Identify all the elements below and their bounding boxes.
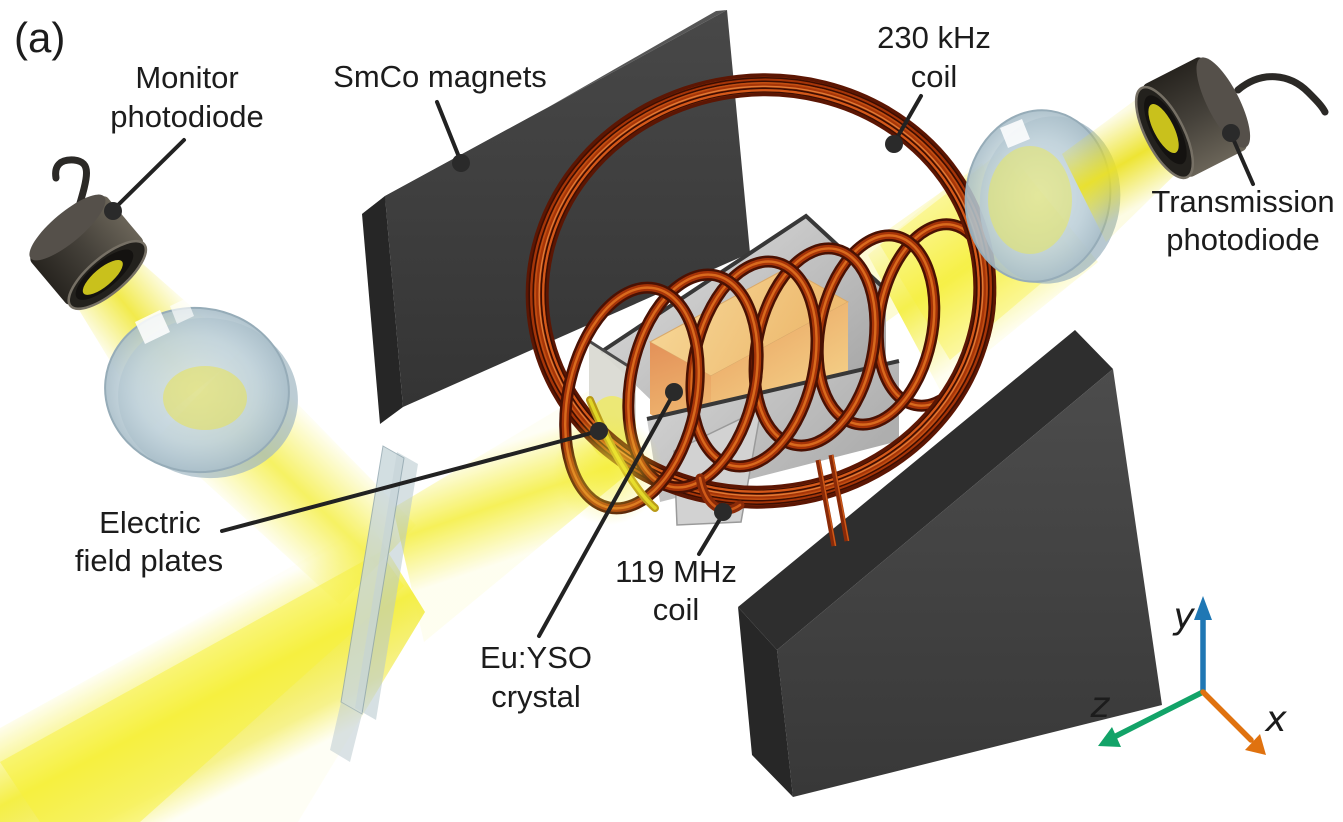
z-axis-arrow <box>1113 689 1206 739</box>
leader-dot-119mhz-coil <box>714 503 732 521</box>
label-transmission-photodiode-line1: Transmission <box>1151 184 1334 219</box>
photodiode-back-cap <box>29 194 106 261</box>
y-axis-label: y <box>1172 596 1195 637</box>
magnet-front-face <box>777 369 1162 797</box>
photodiode-body <box>30 196 144 305</box>
x-axis-label: x <box>1264 699 1287 740</box>
coil-turn <box>622 268 764 494</box>
beam-splitter <box>330 445 418 762</box>
label-230khz-coil-line2: coil <box>911 59 958 94</box>
leader-dot-230khz-coil <box>885 135 903 153</box>
smco-magnet-bottom <box>738 330 1162 797</box>
photodiode-beam-glow <box>1148 104 1179 153</box>
figure-panel-label: (a) <box>14 14 65 61</box>
leader-dot-euyso-crystal <box>665 383 683 401</box>
lens-highlight <box>135 310 170 344</box>
x-axis-head <box>1245 734 1266 755</box>
photodiode-cable <box>52 156 90 214</box>
coil-230khz <box>525 73 997 509</box>
crystal-assembly <box>525 73 997 547</box>
leader-line-euyso-crystal <box>537 391 676 638</box>
beam-splitter-base <box>330 702 362 762</box>
photodiode-back-cap <box>1196 57 1251 148</box>
label-monitor-photodiode-line1: Monitor <box>135 60 238 95</box>
monitor-photodiode <box>29 156 148 311</box>
transmission-photodiode <box>1134 57 1329 180</box>
label-119mhz-coil-line2: coil <box>653 592 700 627</box>
label-monitor-photodiode-line2: photodiode <box>110 99 263 134</box>
label-119mhz-coil-line1: 119 MHz <box>615 554 737 589</box>
leader-line-monitor-photodiode <box>111 138 186 212</box>
photodiode-beam-glow <box>82 259 123 295</box>
label-electric-field-plates-line2: field plates <box>75 543 223 578</box>
coil-turn <box>811 229 941 431</box>
label-230khz-coil-line1: 230 kHz <box>877 20 991 55</box>
beam-input-core <box>0 552 404 822</box>
leader-dot-transmission-photodiode <box>1222 124 1240 142</box>
annotations: Monitor photodiode SmCo magnets 230 kHz … <box>75 20 1335 714</box>
beam-scatter-glow <box>553 415 663 525</box>
label-electric-field-plates-line1: Electric <box>99 505 201 540</box>
label-transmission-photodiode-line2: photodiode <box>1166 222 1319 257</box>
magnet-side-face <box>738 607 793 797</box>
z-axis-head <box>1098 727 1121 747</box>
leader-line-230khz-coil <box>892 94 923 145</box>
label-smco-magnets: SmCo magnets <box>333 59 547 94</box>
coil-230khz-leads <box>815 454 850 547</box>
leader-dot-monitor-photodiode <box>104 202 122 220</box>
leader-line-transmission-photodiode <box>1229 132 1255 186</box>
y-axis-head <box>1194 596 1212 620</box>
x-axis-arrow <box>1200 689 1254 743</box>
leader-line-119mhz-coil <box>697 512 725 556</box>
lens-highlight <box>1000 119 1030 148</box>
leader-line-electric-field-plates <box>220 429 601 533</box>
left-lens <box>104 298 298 479</box>
label-euyso-crystal-line1: Eu:YSO <box>480 640 592 675</box>
photodiode-body <box>1142 57 1247 177</box>
magnet-side-face <box>362 196 403 424</box>
lens-highlight-2 <box>170 298 194 324</box>
leader-line-smco-magnets <box>435 100 463 164</box>
axis-gizmo: y z x <box>1090 596 1287 755</box>
leader-dot-smco-magnets <box>452 154 470 172</box>
magnet-top-face <box>738 330 1113 650</box>
leader-dot-electric-field-plates <box>590 422 608 440</box>
lens-beam-glow <box>163 366 247 430</box>
z-axis-label: z <box>1090 685 1111 726</box>
lens-beam-glow <box>988 146 1072 254</box>
label-euyso-crystal-line2: crystal <box>491 679 581 714</box>
photodiode-cable <box>1234 73 1329 116</box>
